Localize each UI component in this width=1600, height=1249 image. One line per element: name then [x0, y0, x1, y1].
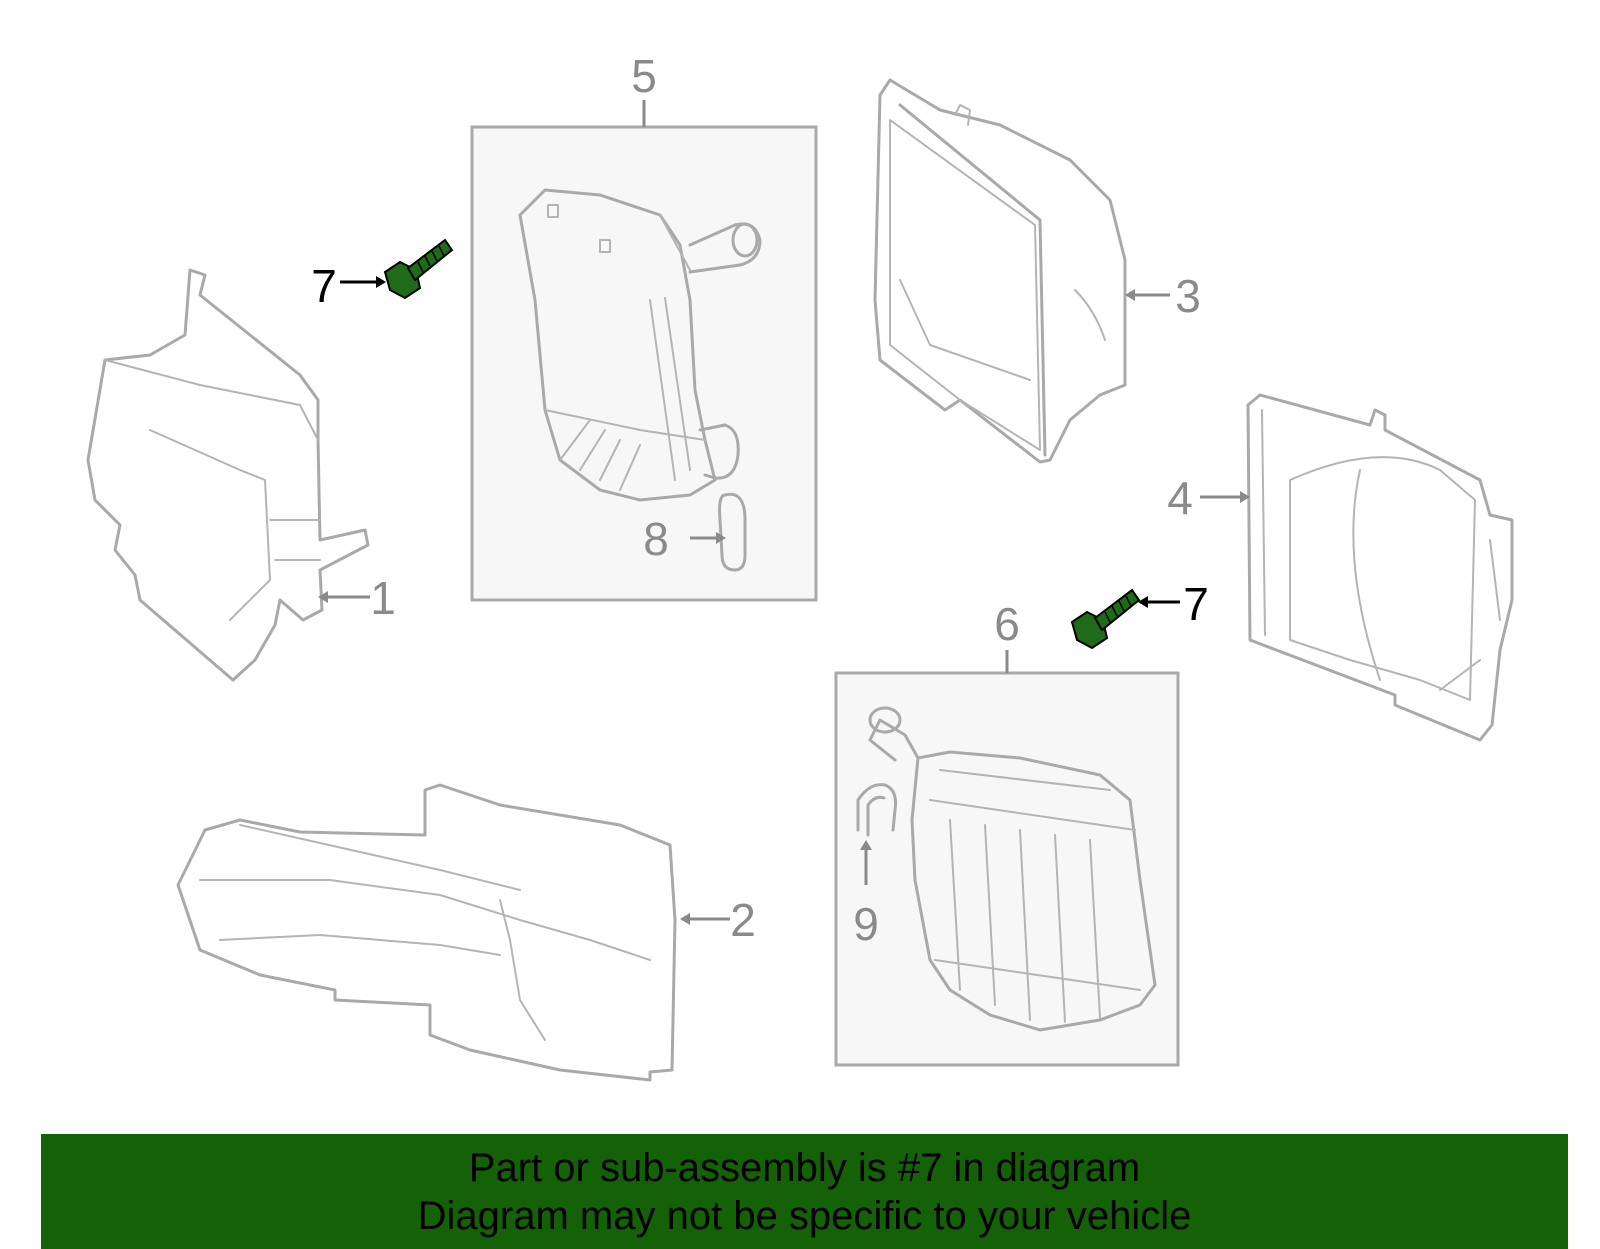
callout-4[interactable]: 4 — [1167, 472, 1193, 524]
callout-1[interactable]: 1 — [370, 572, 396, 624]
callout-7-right[interactable]: 7 — [1183, 578, 1209, 630]
callout-7-left[interactable]: 7 — [311, 260, 337, 312]
part-shroud-3[interactable] — [873, 78, 1127, 464]
callout-6[interactable]: 6 — [994, 598, 1020, 650]
part-clip-9[interactable] — [856, 783, 897, 837]
callout-2[interactable]: 2 — [730, 894, 756, 946]
part-intercooler-lower[interactable] — [868, 706, 1157, 1032]
callout-3[interactable]: 3 — [1175, 270, 1201, 322]
part-shroud-4[interactable] — [1246, 393, 1514, 742]
part-air-duct-1[interactable] — [86, 268, 370, 682]
callout-8[interactable]: 8 — [643, 513, 669, 565]
banner-line-2: Diagram may not be specific to your vehi… — [417, 1194, 1192, 1238]
info-banner: Part or sub-assembly is #7 in diagram Di… — [41, 1134, 1568, 1249]
callout-5[interactable]: 5 — [631, 50, 657, 102]
banner-line-1: Part or sub-assembly is #7 in diagram — [468, 1146, 1141, 1190]
part-intercooler-upper[interactable] — [518, 188, 762, 502]
part-air-duct-2[interactable] — [176, 783, 677, 1082]
part-bolt-7-left[interactable] — [383, 238, 454, 300]
part-bolt-7-right[interactable] — [1070, 588, 1141, 650]
callout-9[interactable]: 9 — [853, 898, 879, 950]
part-seal-8[interactable] — [718, 492, 747, 572]
